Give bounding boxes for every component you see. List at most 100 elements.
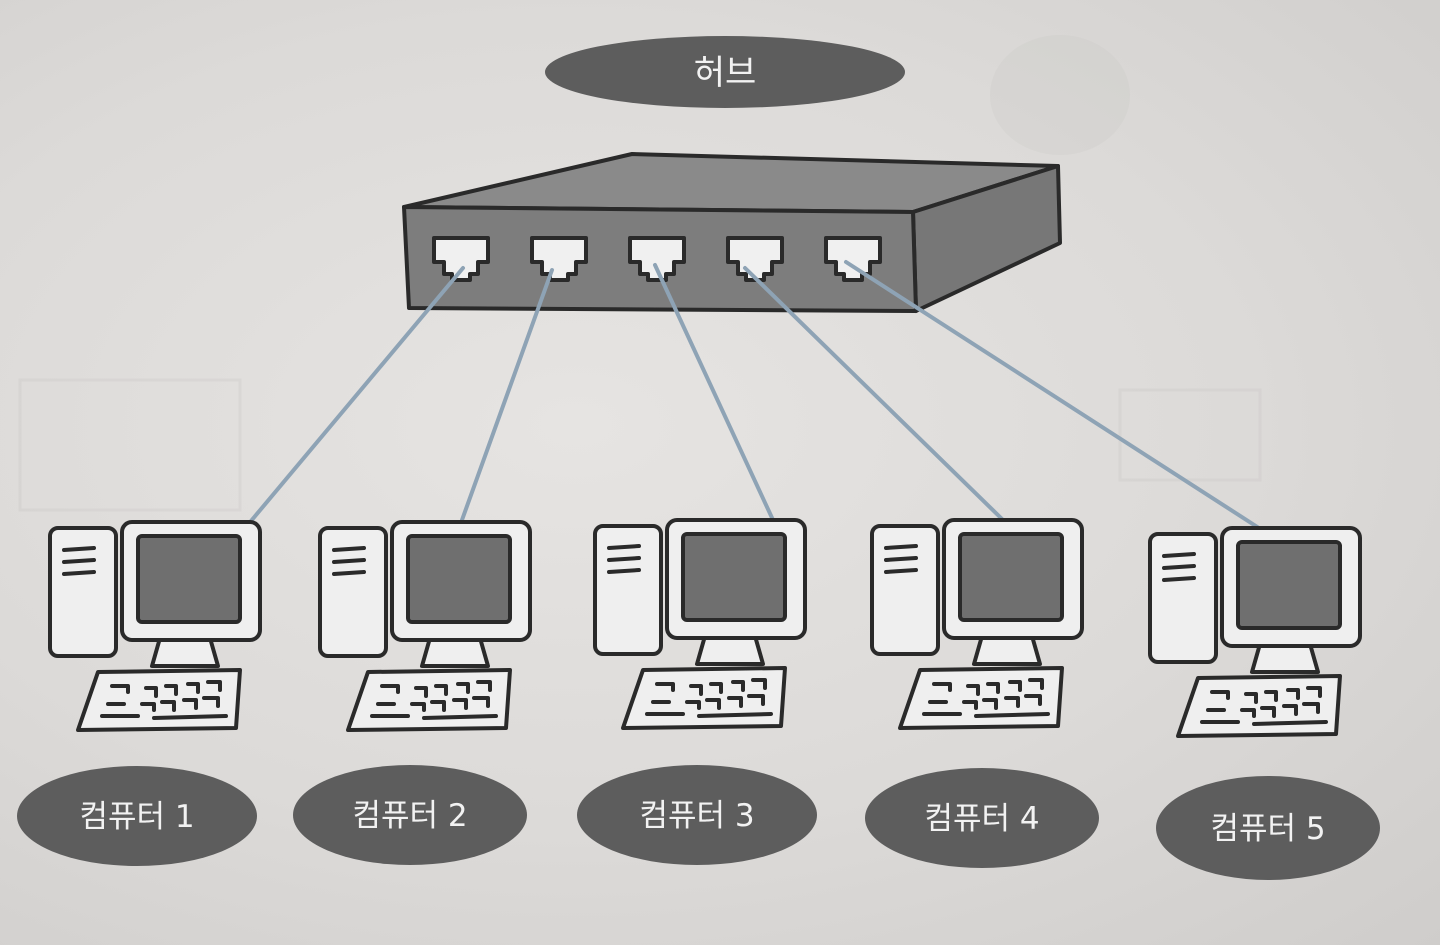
cables: [249, 260, 1264, 532]
keyboard-key: [655, 682, 675, 692]
keyboard-key: [452, 698, 468, 710]
ethernet-port-icon: [628, 236, 686, 282]
keyboard-key: [1240, 708, 1256, 718]
computer-2: [318, 520, 532, 732]
computer-label-badge: [577, 765, 817, 865]
keyboard-key: [472, 696, 490, 708]
monitor-stand: [1250, 642, 1320, 674]
computer-label-text: 컴퓨터 4: [924, 801, 1039, 837]
keyboard-key: [434, 684, 448, 696]
keyboard-key: [422, 714, 498, 720]
keyboard-key: [689, 684, 703, 696]
tower-slot: [62, 558, 96, 564]
monitor-screen: [681, 532, 787, 622]
computer-2-label: 컴퓨터 2: [293, 765, 527, 865]
keyboard-key: [160, 700, 176, 712]
keyboard-key: [476, 680, 492, 692]
cable-2: [460, 268, 554, 522]
tower-slot: [607, 556, 641, 562]
keyboard-key: [1302, 702, 1320, 714]
keyboard-key: [206, 680, 222, 692]
cable-5: [844, 260, 1264, 532]
keyboard-key: [1028, 678, 1044, 690]
tower-slot: [62, 570, 96, 576]
ethernet-port-icon: [824, 236, 882, 282]
ethernet-port-icon: [726, 236, 784, 282]
monitor-screen: [958, 532, 1064, 622]
computer-labels: 컴퓨터 1 컴퓨터 2 컴퓨터 3 컴퓨터 4 컴퓨터 5: [17, 765, 1380, 880]
cable-1: [249, 266, 465, 523]
keyboard-key: [1252, 720, 1328, 726]
computer-label-text: 컴퓨터 3: [639, 798, 754, 834]
computer-3-label: 컴퓨터 3: [577, 765, 817, 865]
keyboard-key: [202, 696, 220, 708]
keyboard-key: [974, 712, 1050, 718]
computer-label-badge: [293, 765, 527, 865]
ethernet-port-icon: [432, 236, 490, 282]
tower-slot: [884, 544, 918, 550]
keyboard-key: [1008, 680, 1022, 692]
keyboard-key: [1210, 690, 1230, 700]
keyboard-key: [152, 714, 228, 720]
hub-device: [402, 152, 1062, 313]
computer-label-badge: [1156, 776, 1380, 880]
keyboard-key: [1024, 694, 1042, 706]
keyboard-key: [727, 696, 743, 708]
keyboard-key: [456, 682, 470, 694]
hub-label-badge: [545, 36, 905, 108]
tower-slot: [607, 544, 641, 550]
computer-label-badge: [865, 768, 1099, 868]
keyboard-key: [751, 678, 767, 690]
tower-slot: [332, 570, 366, 576]
keyboard-key: [731, 680, 745, 692]
tower-slot: [1162, 552, 1196, 558]
keyboard-key: [164, 684, 178, 696]
keyboard-key: [986, 682, 1000, 694]
computer-label-text: 컴퓨터 1: [79, 799, 194, 835]
keyboard-key: [982, 698, 998, 710]
tower-slot: [607, 568, 641, 574]
monitor-screen: [1236, 540, 1342, 630]
computer-4-label: 컴퓨터 4: [865, 768, 1099, 868]
computer-label-text: 컴퓨터 5: [1210, 811, 1325, 847]
computer-5-label: 컴퓨터 5: [1156, 776, 1380, 880]
tower-slot: [62, 546, 96, 552]
tower-slot: [332, 546, 366, 552]
keyboard-key: [966, 684, 980, 696]
keyboard-key: [414, 686, 428, 698]
keyboard-key: [1282, 704, 1298, 716]
monitor-stand: [150, 636, 220, 668]
monitor-stand: [695, 634, 765, 666]
tower-slot: [332, 558, 366, 564]
keyboard-key: [410, 702, 426, 712]
cable-4: [743, 266, 1005, 522]
keyboard-key: [182, 698, 198, 710]
computers: [48, 518, 1362, 738]
computer-1-label: 컴퓨터 1: [17, 766, 257, 866]
computer-5: [1148, 526, 1362, 738]
computer-1: [48, 520, 262, 732]
keyboard-key: [110, 684, 130, 694]
cable-3: [653, 263, 775, 522]
computer-3: [593, 518, 807, 730]
keyboard-key: [747, 694, 765, 706]
keyboard-key: [697, 712, 773, 718]
computer-label-badge: [17, 766, 257, 866]
keyboard-key: [962, 700, 978, 710]
keyboard-key: [140, 702, 156, 712]
hub-label: 허브: [545, 36, 905, 108]
keyboard-key: [186, 682, 200, 694]
hub-label-text: 허브: [694, 53, 757, 93]
monitor-screen: [406, 534, 512, 624]
monitor-screen: [136, 534, 242, 624]
keyboard-key: [932, 682, 952, 692]
keyboard-key: [1260, 706, 1276, 718]
hub-ports: [432, 236, 882, 282]
keyboard-key: [1306, 686, 1322, 698]
keyboard-key: [1264, 690, 1278, 702]
tower-slot: [1162, 576, 1196, 582]
monitor-stand: [972, 634, 1042, 666]
tower-slot: [884, 556, 918, 562]
